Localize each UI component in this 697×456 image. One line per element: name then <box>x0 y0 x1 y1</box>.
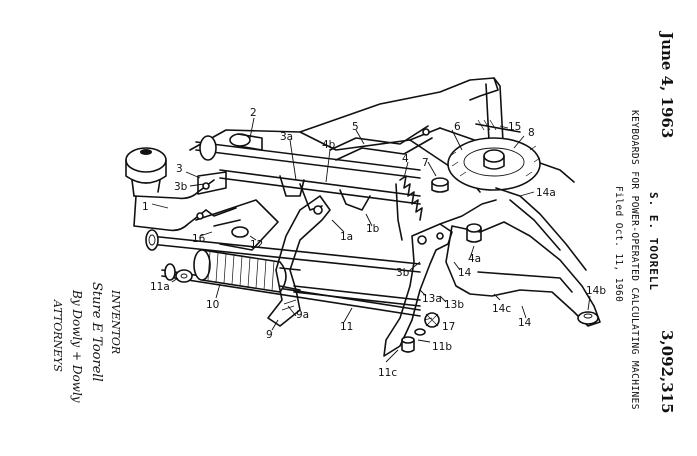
shaft-long <box>145 229 421 273</box>
bar-5 <box>329 125 433 161</box>
ref-11a: 11a <box>150 281 170 293</box>
attorney-signature: By Dowly + Dowly <box>70 290 84 403</box>
reference-numerals: 2 3 3b 3a 4b 5 4 7 6 15 8 14a 1 16 12 1a… <box>142 107 606 379</box>
plate-14a <box>495 187 587 271</box>
ref-9a: 9a <box>296 309 309 321</box>
ref-15: 15 <box>508 121 521 133</box>
ref-14c: 14c <box>492 303 511 315</box>
ref-3b-right: 3b <box>396 267 410 279</box>
rod-11 <box>293 285 421 307</box>
ref-3: 3 <box>176 163 183 175</box>
ref-13a: 13b <box>444 299 464 311</box>
ref-4a: 4a <box>468 253 481 265</box>
plate-12 <box>195 199 279 251</box>
comb-4 <box>395 175 423 241</box>
ref-10: 10 <box>206 299 219 311</box>
pin-11a <box>175 269 193 283</box>
ref-11c: 11c <box>378 367 397 379</box>
ref-14b: 14b <box>586 285 606 297</box>
knob <box>125 147 167 197</box>
ref-9: 9 <box>266 329 273 341</box>
rack-bar <box>219 169 421 211</box>
plate-14 <box>445 221 601 327</box>
ref-7: 7 <box>422 157 429 169</box>
pins-11 <box>401 328 426 353</box>
ref-17: 17 <box>442 321 455 333</box>
ref-3a: 3a <box>280 131 293 143</box>
patent-number: 3,092,315 <box>658 330 676 414</box>
filed-date: Filed Oct. 11, 1960 <box>613 186 624 303</box>
bracket-3b-left <box>197 171 227 195</box>
ref-13: 13a <box>422 293 442 305</box>
patent-title: KEYBOARDS FOR POWER-OPERATED CALCULATING… <box>629 110 640 410</box>
pin-4a <box>466 223 482 243</box>
patent-date: June 4, 1963 <box>658 32 676 139</box>
ref-12: 12 <box>250 239 263 251</box>
inventor-name: S. E. TOORELL <box>647 192 660 292</box>
nut-7 <box>431 177 449 193</box>
ref-16: 16 <box>192 233 206 245</box>
roller-10 <box>193 249 301 293</box>
gear-17 <box>424 312 440 328</box>
ref-4: 4 <box>402 153 409 165</box>
ref-11: 11 <box>340 321 353 333</box>
ref-1a: 1a <box>340 231 353 243</box>
wheel-8 <box>447 137 541 191</box>
inventor-label: INVENTOR <box>109 290 122 355</box>
attorneys-label: ATTORNEYS <box>51 300 64 372</box>
ref-6: 6 <box>454 121 461 133</box>
ref-11b: 11b <box>432 341 452 353</box>
shaft-2 <box>195 133 421 179</box>
ref-4b: 4b <box>322 139 336 151</box>
ref-1b: 1b <box>366 223 380 235</box>
lever-9 <box>267 195 331 327</box>
ref-14a: 14a <box>536 187 556 199</box>
leader-lines <box>151 117 591 363</box>
ref-3b-left: 3b <box>174 181 188 193</box>
ref-13b: 14 <box>458 267 472 279</box>
ref-5: 5 <box>352 121 359 133</box>
ref-1: 1 <box>142 201 149 213</box>
inventor-signature: Sture E Toorell <box>89 282 104 382</box>
arm-15 <box>475 119 521 133</box>
ref-8: 8 <box>528 127 535 139</box>
ref-2: 2 <box>250 107 257 119</box>
ref-14: 14 <box>518 317 532 329</box>
